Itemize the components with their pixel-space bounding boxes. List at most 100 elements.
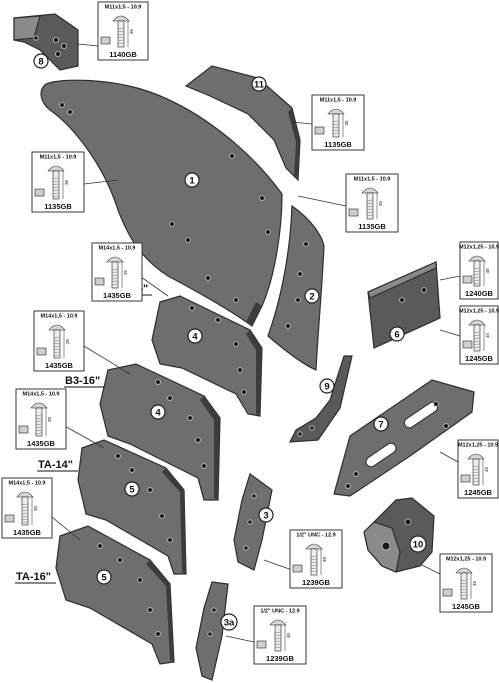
bolt-code-label: 1140GB xyxy=(109,50,137,59)
bolt-code-label: 1135GB xyxy=(324,140,352,149)
callout-part-5-ta14[interactable]: 5 xyxy=(124,481,140,497)
callout-part-2[interactable]: 2 xyxy=(304,288,320,304)
callout-label: 10 xyxy=(413,540,424,551)
bolt-length-label: 35 xyxy=(47,416,52,422)
bolt-head-icon xyxy=(48,324,66,331)
bolt-head-icon xyxy=(468,255,486,262)
nut-icon xyxy=(94,277,105,286)
bolt-shank-icon xyxy=(332,113,340,138)
bolt-head-icon xyxy=(106,256,124,263)
callout-part-6[interactable]: 6 xyxy=(389,326,405,342)
bolt-length-label: 45 xyxy=(484,466,489,472)
callout-label: 11 xyxy=(254,80,265,91)
callout-part-9[interactable]: 9 xyxy=(319,378,335,394)
bolt-length-label: 35 xyxy=(64,179,69,185)
bolt-length-label: 45 xyxy=(472,580,477,586)
callout-part-4-b316[interactable]: 4 xyxy=(150,404,166,420)
bolt-head-icon xyxy=(468,319,486,326)
callout-label: 7 xyxy=(378,420,383,431)
nut-icon xyxy=(460,474,471,483)
callout-part-5-ta16[interactable]: 5 xyxy=(96,569,112,585)
bolt-spec-box[interactable]: M11x1,5 - 10.9 35 1135GB xyxy=(311,94,365,151)
bolt-code-label: 1135GB xyxy=(44,202,72,211)
callout-label: 8 xyxy=(38,57,43,68)
callout-label: 4 xyxy=(155,408,161,419)
bolt-code-label: 1245GB xyxy=(452,602,481,611)
bolt-length-label: 35 xyxy=(65,338,70,344)
bolt-spec-label: 1/2" UNC - 12.9 xyxy=(296,533,335,539)
bolt-spec-box[interactable]: M12x1,25 - 10.9 45 1245GB xyxy=(457,439,499,499)
callout-part-11[interactable]: 11 xyxy=(251,76,267,92)
part-10-plate xyxy=(363,497,435,573)
callout-part-10[interactable]: 10 xyxy=(409,535,427,553)
bolt-head-icon xyxy=(112,15,130,22)
bolt-length-label: 35 xyxy=(33,505,38,511)
callout-part-3a[interactable]: 3a xyxy=(220,613,238,631)
bolt-spec-box[interactable]: M14x1,5 - 10.9 35 1435GB xyxy=(33,310,85,372)
bolt-length-label: 35 xyxy=(129,28,134,34)
bolt-shank-icon xyxy=(473,260,481,287)
part-1-plate xyxy=(40,79,283,327)
part-4-b316-plate xyxy=(99,363,221,501)
bolt-spec-label: M11x1,5 - 10.9 xyxy=(105,5,142,11)
bolt-spec-box[interactable]: M11x1,5 - 10.9 35 1140GB xyxy=(97,1,149,61)
bolt-spec-label: M14x1,5 - 10.9 xyxy=(23,392,60,398)
bolt-head-icon xyxy=(305,543,323,550)
bolt-code-label: 1239GB xyxy=(266,654,295,663)
callout-part-4-b314[interactable]: 4 xyxy=(187,328,203,344)
bolt-spec-box[interactable]: M11x1,5 - 10.9 35 1135GB xyxy=(31,151,85,213)
bolt-spec-label: M11x1,5 - 10.9 xyxy=(354,177,391,183)
callout-part-8[interactable]: 8 xyxy=(33,53,49,69)
part-5-ta14-plate xyxy=(77,439,187,575)
bolt-length-label: 40 xyxy=(322,556,327,562)
nut-icon xyxy=(100,36,111,45)
part-11-plate xyxy=(184,65,301,182)
callout-label: 4 xyxy=(192,332,198,343)
bolt-spec-label: 1/2" UNC - 12.9 xyxy=(260,609,299,615)
bolt-spec-label: M12x1,25 - 10.9 xyxy=(458,443,498,449)
bolt-code-label: 1435GB xyxy=(13,528,42,537)
bolt-spec-label: M14x1,5 - 10.9 xyxy=(41,314,78,320)
callout-part-1[interactable]: 1 xyxy=(184,172,200,188)
bolt-spec-label: M12x1,25 - 10.9 xyxy=(459,245,499,251)
leader-lines xyxy=(35,43,461,643)
callout-part-7[interactable]: 7 xyxy=(373,416,389,432)
part-3-plate xyxy=(233,473,273,571)
callout-label: 3 xyxy=(263,511,268,522)
callout-part-3[interactable]: 3 xyxy=(258,507,274,523)
nut-icon xyxy=(462,340,473,349)
bolt-code-label: 1435GB xyxy=(45,361,74,370)
bolt-length-label: 35 xyxy=(344,120,349,126)
nut-icon xyxy=(462,275,473,284)
callout-label: 5 xyxy=(101,573,107,584)
bolt-head-icon xyxy=(467,453,485,460)
part-6-plate xyxy=(367,261,441,349)
bolt-spec-label: M12x1,25 - 10.9 xyxy=(459,309,499,315)
bolt-code-label: 1245GB xyxy=(464,488,493,497)
bolt-code-label: 1245GB xyxy=(465,354,494,363)
callout-label: 6 xyxy=(394,330,399,341)
nut-icon xyxy=(256,640,267,649)
bolt-head-icon xyxy=(30,402,48,409)
part-7-plate xyxy=(333,379,475,497)
bolt-code-label: 1435GB xyxy=(103,291,132,300)
bolt-spec-label: M11x1,5 - 10.9 xyxy=(40,155,77,161)
part-5-ta16-plate xyxy=(55,525,175,665)
nut-icon xyxy=(34,188,45,197)
bolt-code-label: 1240GB xyxy=(465,289,494,298)
callout-label: 2 xyxy=(309,292,314,303)
part-4-b314-plate xyxy=(151,295,263,417)
nut-icon xyxy=(18,425,29,434)
bolt-spec-label: M11x1,5 - 10.9 xyxy=(320,98,357,104)
